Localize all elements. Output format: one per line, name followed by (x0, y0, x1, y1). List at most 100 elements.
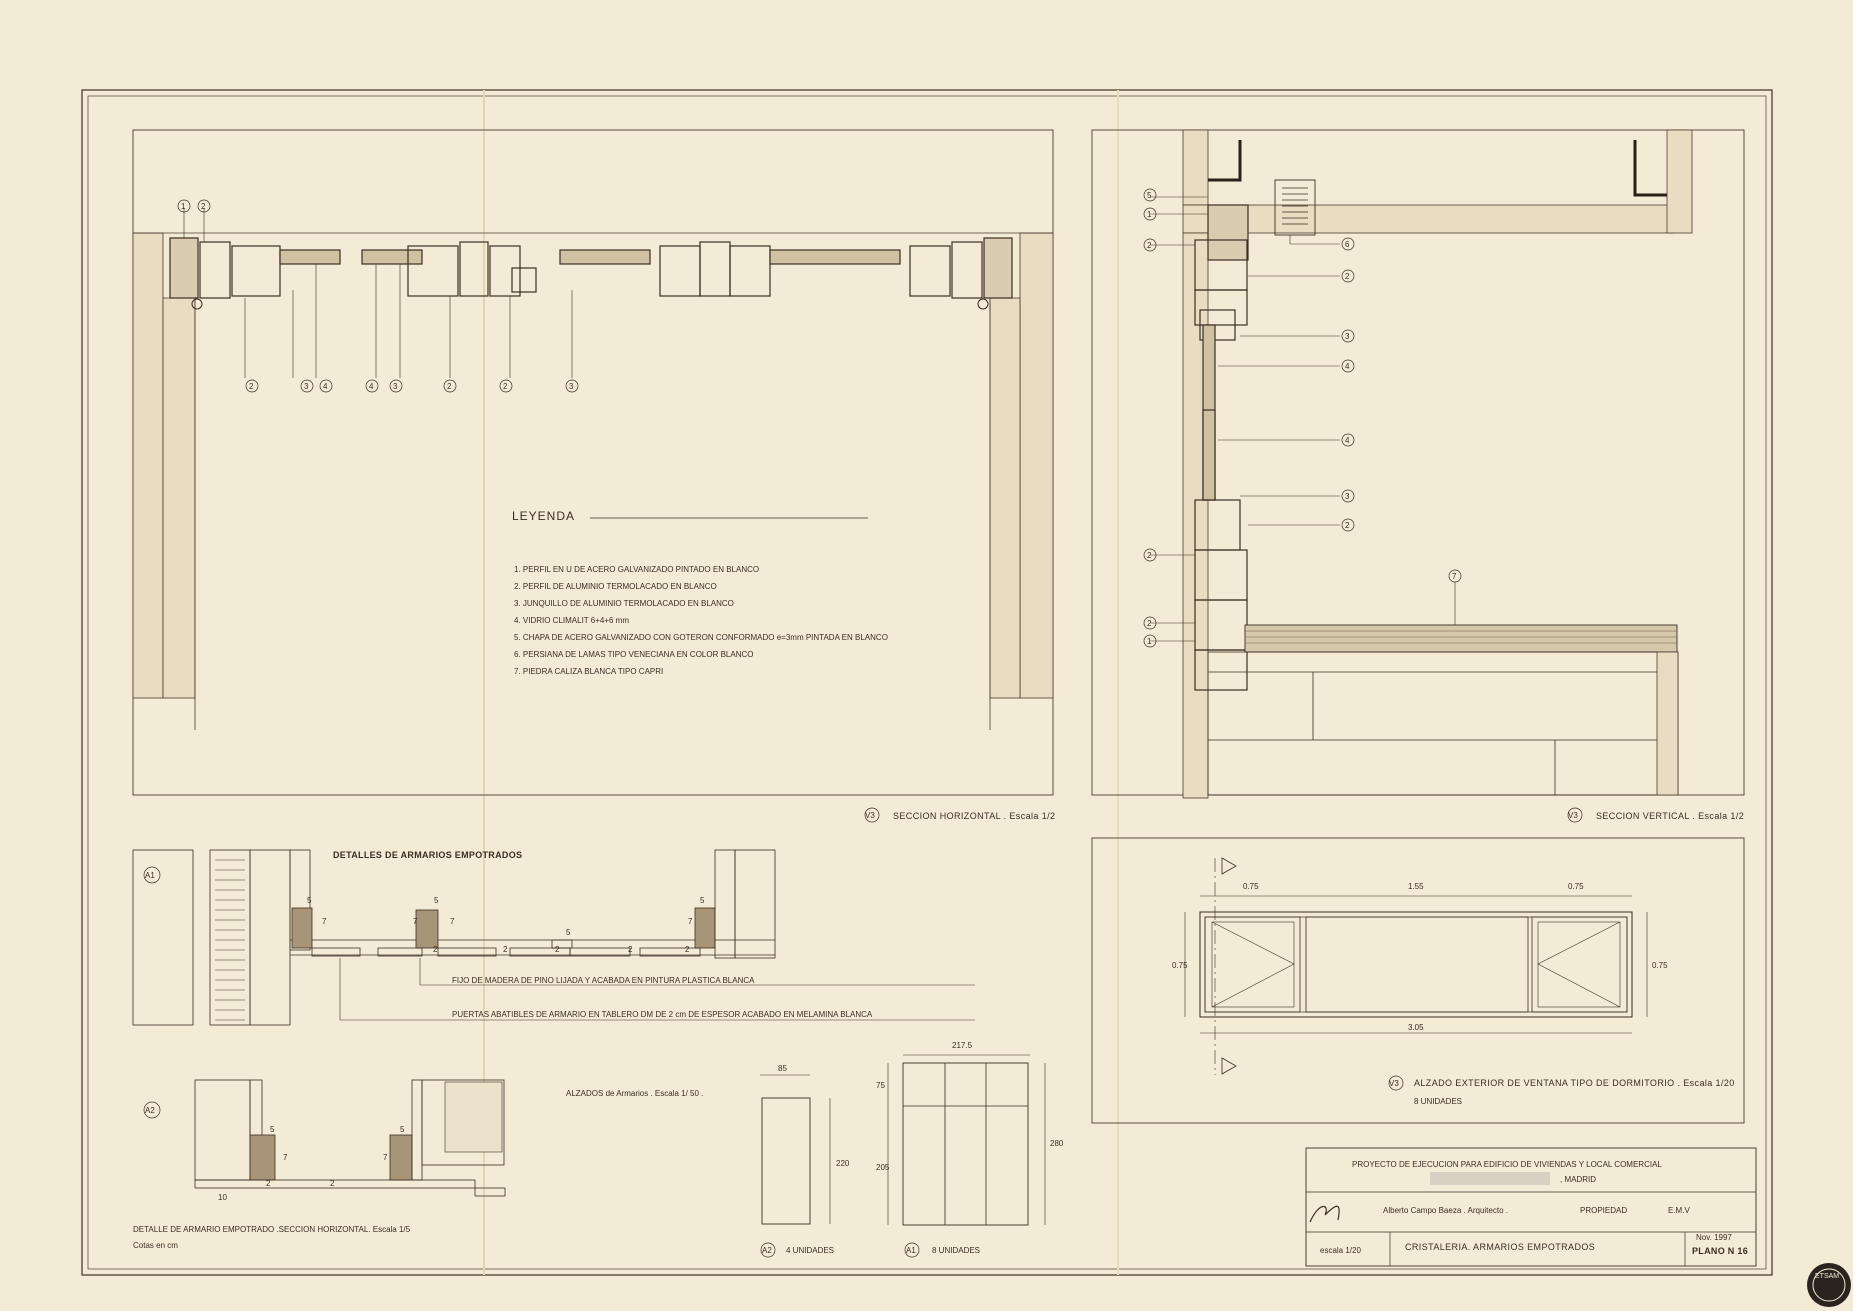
svg-text:4: 4 (1345, 436, 1350, 445)
legend-item: 2. PERFIL DE ALUMINIO TERMOLACADO EN BLA… (514, 582, 717, 591)
svg-text:2: 2 (1147, 551, 1152, 560)
svg-text:7: 7 (450, 917, 455, 926)
svg-text:2: 2 (433, 945, 438, 954)
svg-text:2: 2 (503, 945, 508, 954)
svg-text:2: 2 (685, 945, 690, 954)
svg-text:5: 5 (700, 896, 705, 905)
stamp-text: ETSAM (1815, 1273, 1839, 1280)
section-tag: V3 (1568, 811, 1578, 820)
svg-text:2: 2 (1345, 272, 1350, 281)
dim-right: 0.75 (1568, 882, 1584, 891)
blind-box (1274, 179, 1316, 236)
etsam-stamp: ETSAM (1807, 1263, 1851, 1307)
owner-label: PROPIEDAD (1580, 1206, 1627, 1215)
detail-tag: A2 (145, 1106, 155, 1115)
a2-height: 220 (836, 1159, 850, 1168)
svg-text:2: 2 (447, 382, 452, 391)
title-block: PROYECTO DE EJECUCION PARA EDIFICIO DE V… (1305, 1147, 1757, 1267)
svg-text:V3: V3 (1389, 1079, 1399, 1088)
a1-total-height: 280 (1050, 1139, 1064, 1148)
window-profile-band (169, 237, 1013, 299)
units-note: Cotas en cm (133, 1241, 178, 1250)
svg-text:A2: A2 (762, 1246, 772, 1255)
height-left: 0.75 (1172, 961, 1188, 970)
svg-text:5: 5 (307, 896, 312, 905)
a1-units: 8 UNIDADES (932, 1246, 980, 1255)
legend-item: 6. PERSIANA DE LAMAS TIPO VENECIANA EN C… (514, 650, 753, 659)
svg-text:3: 3 (304, 382, 309, 391)
svg-text:5: 5 (1147, 191, 1152, 200)
svg-text:4: 4 (369, 382, 374, 391)
left-markers: 5 1 2 2 2 1 (1143, 188, 1157, 648)
a1-width: 217.5 (952, 1041, 973, 1050)
a1-bottom-height: 205 (876, 1163, 890, 1172)
dim-center: 1.55 (1408, 882, 1424, 891)
project-line-2: , MADRID (1560, 1175, 1596, 1184)
svg-text:7: 7 (1452, 572, 1457, 581)
right-markers: 6 2 3 4 4 3 2 7 (1341, 237, 1462, 583)
elevations-title: ALZADOS de Armarios . Escala 1/ 50 . (566, 1089, 703, 1098)
svg-text:3: 3 (393, 382, 398, 391)
svg-text:6: 6 (1345, 240, 1350, 249)
legend-title: LEYENDA (512, 509, 575, 523)
svg-text:5: 5 (434, 896, 439, 905)
section-tag: V3 (865, 811, 875, 820)
a2-units: 4 UNIDADES (786, 1246, 834, 1255)
horizontal-section-caption: SECCION HORIZONTAL . Escala 1/2 (893, 811, 1055, 821)
svg-text:2: 2 (1345, 521, 1350, 530)
svg-text:2: 2 (1147, 619, 1152, 628)
owner: E.M.V (1668, 1206, 1690, 1215)
svg-text:1: 1 (1147, 210, 1152, 219)
note-fixed: FIJO DE MADERA DE PINO LIJADA Y ACABADA … (452, 976, 755, 985)
note-doors: PUERTAS ABATIBLES DE ARMARIO EN TABLERO … (452, 1010, 873, 1019)
svg-text:2: 2 (503, 382, 508, 391)
svg-text:5: 5 (566, 928, 571, 937)
legend-item: 1. PERFIL EN U DE ACERO GALVANIZADO PINT… (514, 565, 759, 574)
horizontal-section-panel: 1 2 2 3 4 4 3 2 2 3 LEYENDA 1. PERFIL EN… (132, 129, 1055, 823)
vertical-section-caption: SECCION VERTICAL . Escala 1/2 (1596, 811, 1744, 821)
cabinet-details-a1: DETALLES DE ARMARIOS EMPOTRADOS A1 (132, 849, 975, 1026)
svg-text:A1: A1 (906, 1246, 916, 1255)
dim-total: 3.05 (1408, 1023, 1424, 1032)
window-units: 8 UNIDADES (1414, 1097, 1462, 1106)
a2-dimensions: 5 7 2 10 5 7 2 (218, 1125, 405, 1202)
cabinet-details-title: DETALLES DE ARMARIOS EMPOTRADOS (333, 850, 522, 860)
svg-text:2: 2 (628, 945, 633, 954)
legend-item: 5. CHAPA DE ACERO GALVANIZADO CON GOTERO… (514, 633, 888, 642)
stone-sill (1244, 624, 1678, 653)
svg-text:5: 5 (270, 1125, 275, 1134)
svg-text:7: 7 (322, 917, 327, 926)
date: Nov. 1997 (1696, 1233, 1732, 1242)
svg-text:4: 4 (323, 382, 328, 391)
legend-item: 4. VIDRIO CLIMALIT 6+4+6 mm (514, 616, 629, 625)
top-markers: 1 2 (177, 199, 211, 213)
svg-text:3: 3 (569, 382, 574, 391)
scale: escala 1/20 (1320, 1246, 1361, 1255)
svg-text:2: 2 (330, 1179, 335, 1188)
cabinet-elevations: ALZADOS de Armarios . Escala 1/ 50 . 85 … (566, 1041, 1064, 1258)
svg-text:10: 10 (218, 1193, 227, 1202)
svg-text:7: 7 (413, 917, 418, 926)
marker-label: 2 (201, 202, 206, 211)
window-caption: ALZADO EXTERIOR DE VENTANA TIPO DE DORMI… (1414, 1078, 1735, 1088)
svg-text:7: 7 (283, 1153, 288, 1162)
svg-text:1: 1 (1147, 637, 1152, 646)
cabinet-details-a2: A2 5 7 2 10 5 7 2 DETALLE DE ARMARIO EMP… (133, 1079, 506, 1250)
sheet-title: CRISTALERIA. ARMARIOS EMPOTRADOS (1405, 1242, 1595, 1252)
signature (1309, 1205, 1340, 1223)
plan-number: PLANO N 16 (1692, 1246, 1748, 1256)
a1-dimensions: 5 7 7 5 7 2 2 5 2 2 7 5 2 (307, 896, 705, 954)
svg-text:4: 4 (1345, 362, 1350, 371)
svg-text:2: 2 (266, 1179, 271, 1188)
svg-text:3: 3 (1345, 492, 1350, 501)
a1-top-height: 75 (876, 1081, 885, 1090)
svg-text:2: 2 (1147, 241, 1152, 250)
svg-text:7: 7 (688, 917, 693, 926)
legend-item: 7. PIEDRA CALIZA BLANCA TIPO CAPRI (514, 667, 663, 676)
svg-text:3: 3 (1345, 332, 1350, 341)
svg-text:7: 7 (383, 1153, 388, 1162)
architect: Alberto Campo Baeza . Arquitecto . (1383, 1206, 1508, 1215)
svg-text:2: 2 (555, 945, 560, 954)
project-line-1: PROYECTO DE EJECUCION PARA EDIFICIO DE V… (1352, 1160, 1662, 1169)
